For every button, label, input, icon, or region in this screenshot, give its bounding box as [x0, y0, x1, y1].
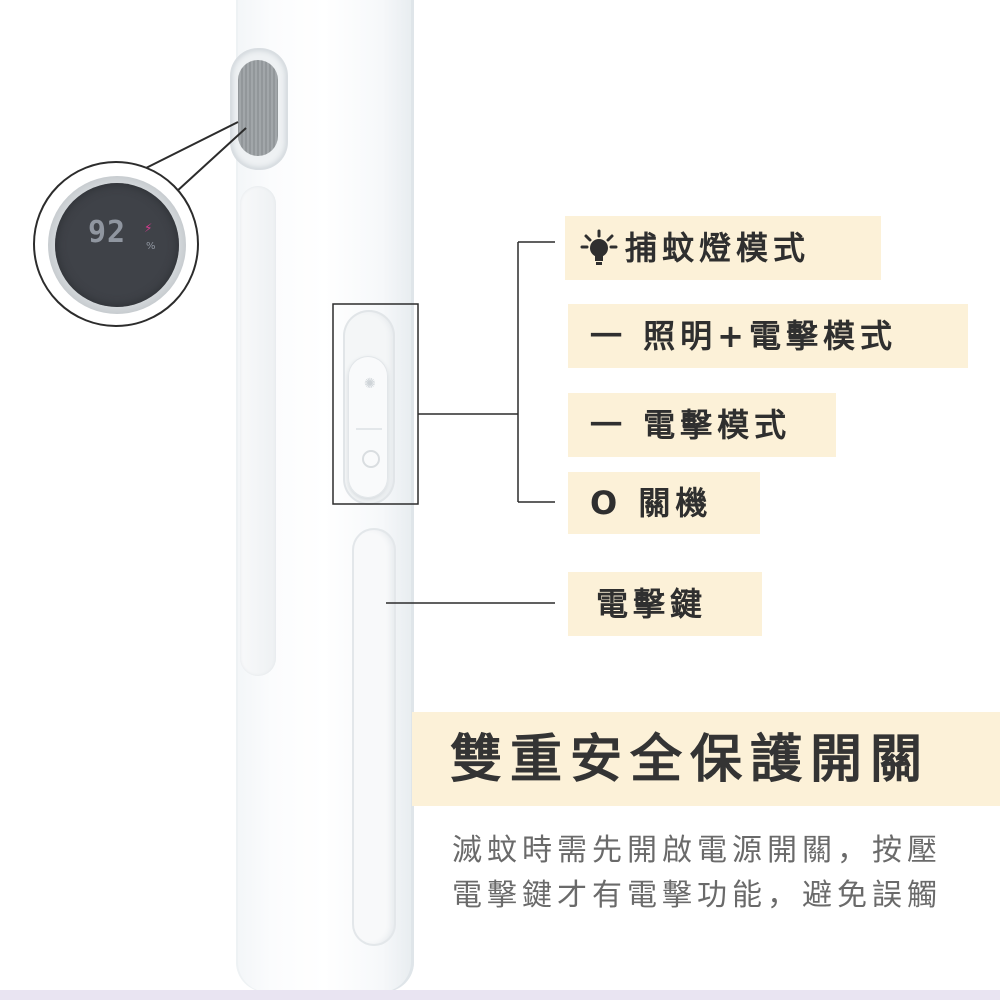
- display-zoom-screen: [55, 183, 179, 307]
- label-bug-lamp-mode: 捕蚊燈模式: [565, 216, 881, 280]
- zap-trigger-button[interactable]: [352, 528, 396, 946]
- label-power-off-text: O 關機: [590, 484, 713, 522]
- battery-percent-unit: %: [146, 241, 156, 252]
- lightbulb-icon: [579, 228, 619, 268]
- label-power-off: O 關機: [568, 472, 760, 534]
- label-light-zap-mode-text: 一 照明+電擊模式: [590, 317, 897, 355]
- label-zap-mode-text: 一 電擊模式: [590, 406, 792, 444]
- feature-headline: 雙重安全保護開關: [450, 730, 931, 790]
- mode-switch-divider: [356, 428, 382, 430]
- mode-switch-slider[interactable]: [348, 356, 388, 498]
- handle-side-groove: [240, 186, 276, 676]
- battery-display-window: [238, 60, 278, 156]
- label-bug-lamp-mode-text: 捕蚊燈模式: [625, 229, 811, 267]
- bottom-strip: [0, 990, 1000, 1000]
- switch-bulb-icon: ✺: [364, 376, 376, 392]
- switch-highlight-box: [332, 303, 419, 505]
- label-light-zap-mode: 一 照明+電擊模式: [568, 304, 968, 368]
- headline-highlight: [412, 712, 1000, 806]
- label-zap-key-text: 電擊鍵: [596, 585, 708, 623]
- battery-level-readout: 92: [88, 215, 127, 250]
- label-zap-mode: 一 電擊模式: [568, 393, 836, 457]
- feature-description: 滅蚊時需先開啟電源開關，按壓電擊鍵才有電擊功能，避免誤觸: [452, 833, 942, 913]
- label-zap-key: 電擊鍵: [568, 572, 762, 636]
- switch-off-icon: [362, 450, 380, 468]
- charging-bolt-icon: ⚡: [144, 221, 153, 235]
